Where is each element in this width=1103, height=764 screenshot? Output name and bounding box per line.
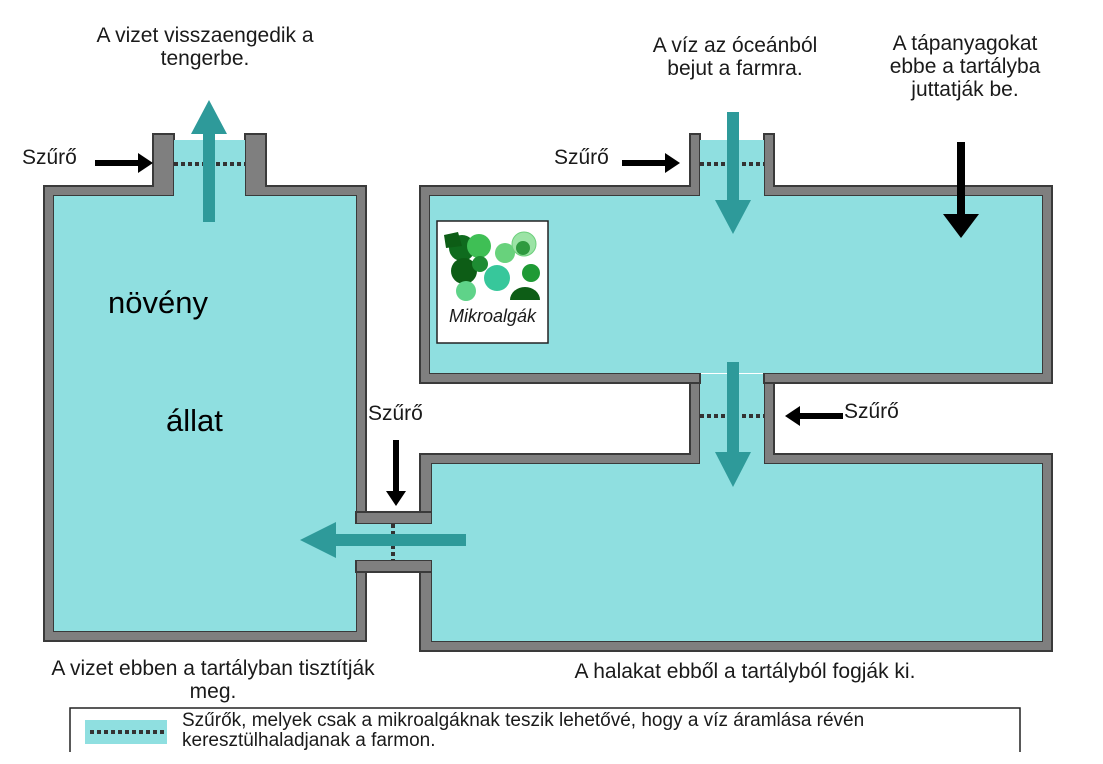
label-arrows	[95, 142, 979, 506]
legend-text: Szűrők, melyek csak a mikroalgáknak tesz…	[182, 710, 865, 751]
fish-tank	[419, 373, 1053, 652]
cleaning-tank-label: A vizet ebben a tartályban tisztítják me…	[51, 657, 375, 703]
filter-label-right: Szűrő	[844, 400, 899, 423]
filter-arrow-middle	[386, 440, 406, 506]
connector-flow-arrow	[300, 522, 466, 558]
legend	[69, 707, 1021, 752]
middle-flow-arrow	[715, 362, 751, 487]
filter-label-top-right: Szűrő	[554, 146, 609, 169]
flow-arrows	[191, 100, 751, 558]
microalgae-picture	[436, 220, 549, 344]
connector-top-wall	[355, 511, 433, 525]
fish-tank-label: A halakat ebből a tartályból fogják ki.	[574, 660, 916, 683]
cleaning-tank-water	[54, 196, 356, 631]
outflow-arrow	[191, 100, 227, 222]
inflow-label: A víz az óceánból bejut a farmra.	[652, 34, 818, 80]
inflow-arrow	[715, 112, 751, 234]
filter-arrow-top-left	[95, 153, 153, 173]
microalgae-label: Mikroalgák	[448, 306, 537, 326]
cleaning-tank	[43, 133, 367, 642]
filter-arrow-right	[785, 406, 843, 426]
animal-label: állat	[166, 403, 223, 438]
fish-tank-water	[432, 464, 1042, 641]
filter-label-middle: Szűrő	[368, 402, 423, 425]
connector-bottom-wall	[355, 559, 433, 573]
nutrient-arrow	[943, 142, 979, 238]
plant-label: növény	[108, 285, 208, 320]
filter-arrow-top-right	[622, 153, 680, 173]
filter-label-top-left: Szűrő	[22, 146, 77, 169]
outflow-label: A vizet visszaengedik a tengerbe.	[96, 24, 314, 70]
legend-frame	[69, 707, 1021, 752]
nutrients-label: A tápanyagokat ebbe a tartályba juttatjá…	[889, 32, 1041, 101]
